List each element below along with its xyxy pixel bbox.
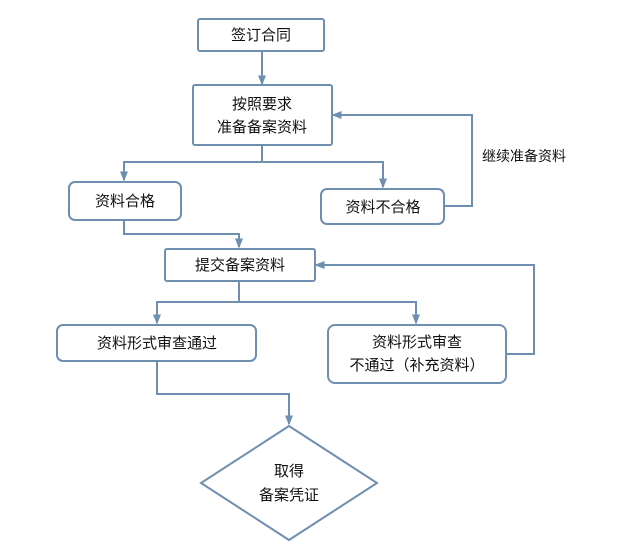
node-review-failed-line2: 不通过（补充资料）	[349, 356, 484, 374]
edge-failed-loop-back	[314, 261, 535, 355]
node-review-failed-line1: 资料形式审查	[372, 333, 462, 351]
node-prepare-materials: 按照要求 准备备案资料	[192, 84, 333, 146]
edge-submit-to-failed	[239, 301, 420, 325]
node-submit-materials-label: 提交备案资料	[195, 256, 285, 274]
node-prepare-materials-line2: 准备备案资料	[217, 118, 307, 136]
node-review-passed: 资料形式审查通过	[56, 324, 257, 362]
node-materials-qualified-label: 资料合格	[95, 192, 155, 210]
edge-prepare-to-unqualified	[262, 161, 387, 189]
edge-passed-to-certificate	[156, 361, 293, 426]
edge-label-continue-preparing: 继续准备资料	[482, 148, 566, 165]
node-prepare-materials-line1: 按照要求	[232, 95, 292, 113]
node-obtain-certificate: 取得 备案凭证	[199, 424, 379, 542]
node-materials-qualified: 资料合格	[68, 181, 182, 221]
edge-submit-to-passed	[153, 281, 240, 325]
node-sign-contract-label: 签订合同	[231, 26, 291, 44]
connectors	[120, 51, 535, 426]
edge-prepare-to-qualified	[120, 145, 263, 182]
edge-unqualified-loop-back	[331, 111, 473, 207]
node-materials-unqualified-label: 资料不合格	[345, 198, 420, 216]
edge-qualified-to-submit	[123, 221, 243, 249]
node-submit-materials: 提交备案资料	[164, 248, 316, 282]
node-review-passed-label: 资料形式审查通过	[97, 334, 217, 352]
node-sign-contract: 签订合同	[197, 18, 325, 52]
node-obtain-certificate-line2: 备案凭证	[259, 486, 319, 504]
node-materials-unqualified: 资料不合格	[320, 188, 445, 225]
node-review-failed: 资料形式审查 不通过（补充资料）	[327, 324, 507, 384]
node-obtain-certificate-line1: 取得	[274, 462, 304, 480]
